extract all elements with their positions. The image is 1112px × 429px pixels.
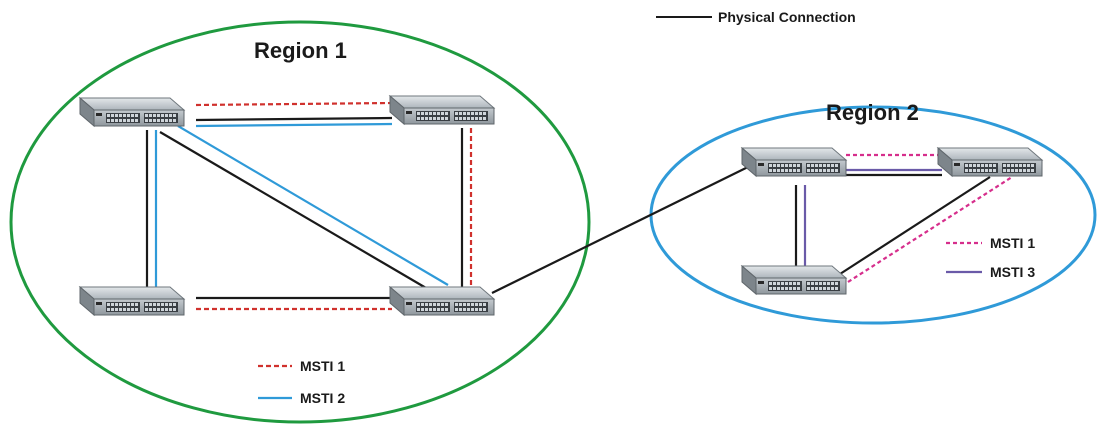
link-r2-diagonal-physical bbox=[839, 176, 991, 275]
switch-r1-bottom-left[interactable] bbox=[79, 286, 185, 316]
region-1-title: Region 1 bbox=[254, 38, 347, 63]
region-1-legend: MSTI 1 MSTI 2 bbox=[258, 358, 345, 406]
switch-r2-bottom[interactable] bbox=[741, 265, 847, 295]
physical-connection-legend: Physical Connection bbox=[656, 9, 856, 25]
region-1-msti2-label: MSTI 2 bbox=[300, 390, 345, 406]
region-2-links bbox=[794, 153, 1013, 283]
link-inter-region-physical bbox=[491, 164, 753, 294]
link-r1-top-physical bbox=[195, 116, 393, 122]
switch-r1-top-right[interactable] bbox=[389, 95, 495, 125]
link-r2-diagonal-msti1 bbox=[847, 176, 1013, 283]
link-r1-diagonal-msti2 bbox=[177, 125, 449, 286]
region-1-boundary bbox=[9, 20, 591, 424]
region-1-msti1-label: MSTI 1 bbox=[300, 358, 345, 374]
link-r1-diagonal-physical bbox=[159, 131, 439, 296]
region-2-legend: MSTI 1 MSTI 3 bbox=[946, 235, 1035, 280]
switch-r2-top-right[interactable] bbox=[937, 147, 1043, 177]
link-r1-top-msti2 bbox=[195, 122, 393, 128]
region-2-title: Region 2 bbox=[826, 100, 919, 125]
region-1-links bbox=[145, 101, 473, 311]
link-r1-top-msti1 bbox=[195, 101, 393, 107]
region-2-msti1-label: MSTI 1 bbox=[990, 235, 1035, 251]
switch-r1-top-left[interactable] bbox=[79, 97, 185, 127]
switch-r1-bottom-right[interactable] bbox=[389, 286, 495, 316]
region-2-msti3-label: MSTI 3 bbox=[990, 264, 1035, 280]
switch-r2-top-left[interactable] bbox=[741, 147, 847, 177]
physical-connection-label: Physical Connection bbox=[718, 9, 856, 25]
region-2-boundary bbox=[649, 105, 1097, 325]
